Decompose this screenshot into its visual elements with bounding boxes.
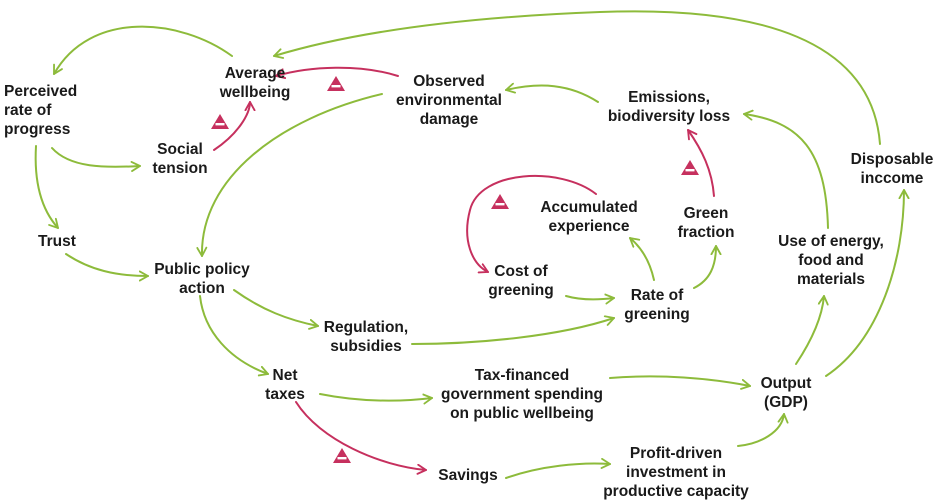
- node-cost-of-greening: Cost of greening: [488, 263, 554, 299]
- link-rate-greening-to-experience: [629, 237, 655, 281]
- link-cost-to-rate-greening: [565, 293, 615, 305]
- node-profit-driven-investment: Profit-driven investment in productive c…: [603, 445, 749, 500]
- link-use-energy-to-emissions: [743, 109, 829, 229]
- link-output-to-disposable-income: [825, 189, 910, 377]
- negative-polarity-icon: [211, 114, 229, 129]
- node-green-fraction: Green fraction: [677, 205, 735, 241]
- node-social-tension: Social tension: [152, 141, 208, 177]
- link-net-taxes-to-tax-spending: [319, 393, 433, 405]
- negative-polarity-icon: [681, 160, 699, 175]
- link-public-policy-to-net-taxes: [199, 295, 269, 377]
- node-observed-environmental-damage: Observed environmental damage: [396, 73, 502, 128]
- link-social-tension-to-wellbeing: [213, 101, 256, 151]
- node-average-wellbeing: Average wellbeing: [219, 65, 291, 101]
- link-progress-to-trust: [34, 145, 59, 229]
- link-net-taxes-to-savings: [295, 401, 427, 475]
- link-experience-to-cost-greening: [466, 175, 597, 274]
- node-use-of-energy-food-materials: Use of energy, food and materials: [778, 233, 884, 288]
- link-tax-spending-to-output: [609, 375, 751, 390]
- negative-polarity-icon: [327, 76, 345, 91]
- link-observed-damage-to-public-policy: [196, 93, 383, 257]
- link-progress-to-social-tension: [51, 147, 141, 172]
- link-observed-damage-to-wellbeing: [275, 66, 399, 79]
- node-regulation-subsidies: Regulation, subsidies: [323, 319, 409, 355]
- node-net-taxes: Net taxes: [265, 367, 305, 403]
- link-output-to-use-energy: [795, 295, 829, 365]
- node-accumulated-experience: Accumulated experience: [540, 199, 638, 235]
- negative-polarity-icon: [333, 448, 351, 463]
- link-public-policy-to-regulation: [233, 289, 319, 330]
- link-regulation-to-rate-greening: [411, 315, 615, 345]
- link-wellbeing-to-progress: [53, 25, 233, 75]
- node-disposable-income: Disposable inccome: [850, 151, 934, 187]
- node-emissions-biodiversity-loss: Emissions, biodiversity loss: [607, 89, 731, 125]
- node-trust: Trust: [38, 233, 76, 250]
- negative-polarity-icon: [491, 194, 509, 209]
- link-emissions-to-observed-damage: [505, 82, 599, 103]
- link-rate-greening-to-green-fraction: [693, 245, 722, 289]
- node-rate-of-greening: Rate of greening: [624, 287, 690, 323]
- link-savings-to-investment: [505, 457, 611, 479]
- node-public-policy-action: Public policy action: [154, 261, 250, 297]
- link-green-fraction-to-emissions: [687, 129, 715, 197]
- node-tax-financed-government-spending: Tax-financed government spending on publ…: [441, 367, 603, 422]
- link-investment-to-output: [737, 413, 789, 447]
- link-trust-to-public-policy: [65, 253, 149, 282]
- link-disposable-income-to-wellbeing: [273, 10, 881, 145]
- node-output-gdp: Output (GDP): [760, 375, 812, 411]
- node-savings: Savings: [438, 467, 498, 484]
- node-perceived-rate-of-progress: Perceived rate of progress: [4, 83, 78, 138]
